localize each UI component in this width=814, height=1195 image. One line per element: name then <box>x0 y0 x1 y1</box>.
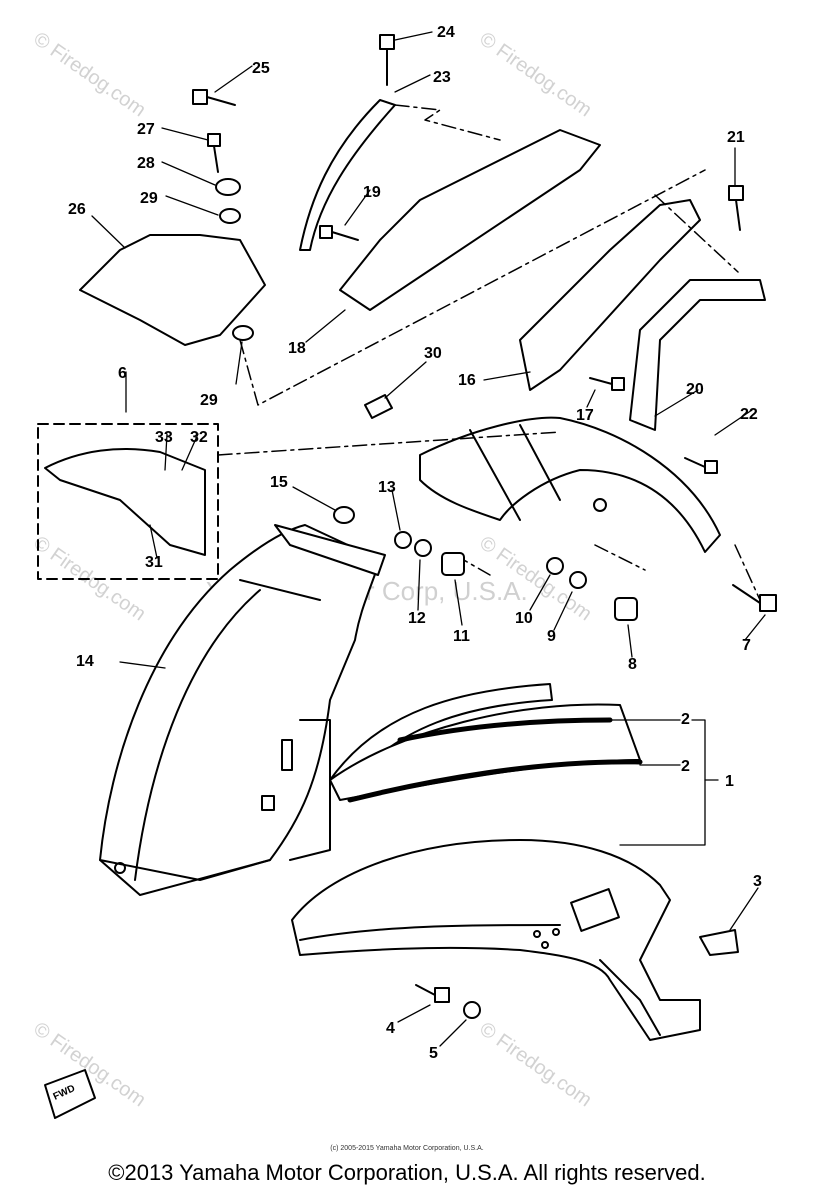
callout-16: 16 <box>458 372 476 389</box>
inset-part-drawing <box>44 447 206 556</box>
callout-25: 25 <box>252 60 270 77</box>
callout-10: 10 <box>515 610 533 627</box>
callout-3: 3 <box>753 873 762 890</box>
callout-27: 27 <box>137 121 155 138</box>
callout-8: 8 <box>628 656 637 673</box>
callout-33: 33 <box>155 429 173 446</box>
callout-26: 26 <box>68 201 86 218</box>
callout-11: 11 <box>453 628 470 645</box>
callout-labels: 1 2 2 3 4 5 6 7 8 9 10 11 12 13 14 15 16… <box>52 24 762 1103</box>
front-fender-drawing <box>291 839 701 1041</box>
callout-leaders <box>91 31 766 1047</box>
seat-rail-drawing <box>299 99 766 431</box>
callout-19: 19 <box>363 184 381 201</box>
callout-2b: 2 <box>681 758 690 775</box>
callout-5: 5 <box>429 1045 438 1062</box>
callout-1: 1 <box>725 773 734 790</box>
callout-9: 9 <box>547 628 556 645</box>
assembly-leaders <box>217 104 761 601</box>
callout-28: 28 <box>137 155 155 172</box>
callout-6: 6 <box>118 365 127 382</box>
callout-12: 12 <box>408 610 426 627</box>
callout-20: 20 <box>686 381 704 398</box>
diagram-copyright: (c) 2005-2015 Yamaha Motor Corporation, … <box>330 1145 484 1152</box>
callout-31: 31 <box>145 554 163 571</box>
fender-flap-drawing <box>419 416 721 553</box>
callout-14: 14 <box>76 653 94 670</box>
callout-30: 30 <box>424 345 442 362</box>
callout-7: 7 <box>742 637 751 654</box>
callout-24: 24 <box>437 24 455 41</box>
callout-2a: 2 <box>681 711 690 728</box>
callout-13: 13 <box>378 479 396 496</box>
callout-23: 23 <box>433 69 451 86</box>
callout-21: 21 <box>727 129 745 146</box>
callout-4: 4 <box>386 1020 395 1037</box>
trim-strips-drawing <box>329 683 643 803</box>
callout-32: 32 <box>190 429 208 446</box>
footer-copyright: ©2013 Yamaha Motor Corporation, U.S.A. A… <box>108 1160 706 1185</box>
callout-29b: 29 <box>200 392 218 409</box>
callout-15: 15 <box>270 474 288 491</box>
callout-18: 18 <box>288 340 306 357</box>
callout-29a: 29 <box>140 190 158 207</box>
bracket-drawing <box>79 234 266 346</box>
inset-frame <box>37 423 219 580</box>
callout-17: 17 <box>576 407 594 424</box>
rear-fender-drawing <box>99 524 386 896</box>
callout-22: 22 <box>740 406 758 423</box>
fastener-drawings <box>44 34 777 1119</box>
